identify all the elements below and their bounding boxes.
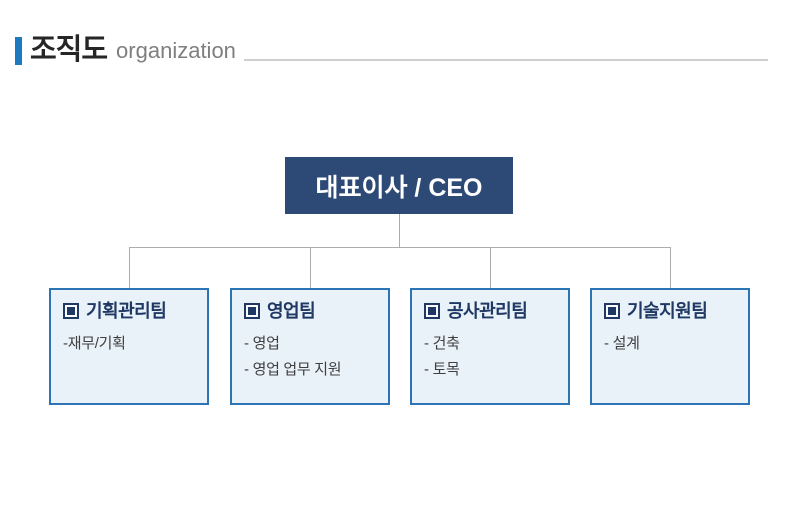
connector-horizontal xyxy=(129,247,670,248)
square-bullet-icon xyxy=(63,302,79,319)
team-title-row: 영업팀 xyxy=(244,301,376,320)
page-title: 조직도 xyxy=(30,34,108,66)
team-title-row: 기획관리팀 xyxy=(63,301,195,320)
team-item: - 건축 xyxy=(424,335,460,352)
connector-drop-techsupport xyxy=(670,247,671,288)
connector-drop-construction xyxy=(490,247,491,288)
connector-drop-planning xyxy=(129,247,130,288)
team-title-row: 기술지원팀 xyxy=(604,301,736,320)
connector-ceo-drop xyxy=(399,214,400,247)
team-item: - 토목 xyxy=(424,361,460,378)
team-item: - 설계 xyxy=(604,335,640,352)
team-title: 영업팀 xyxy=(267,301,316,321)
page-subtitle: organization xyxy=(116,37,236,63)
team-node-construction: 공사관리팀 - 건축 - 토목 xyxy=(410,288,570,405)
page-header: 조직도 organization xyxy=(15,36,768,65)
header-rule xyxy=(243,59,768,61)
team-node-planning: 기획관리팀 -재무/기획 xyxy=(49,288,209,405)
team-item: - 영업 업무 지원 xyxy=(244,361,342,378)
team-node-sales: 영업팀 - 영업 - 영업 업무 지원 xyxy=(230,288,390,405)
team-item-list: - 건축 - 토목 xyxy=(424,331,556,383)
team-item-list: - 영업 - 영업 업무 지원 xyxy=(244,331,376,383)
team-title: 공사관리팀 xyxy=(447,301,528,321)
square-bullet-icon xyxy=(424,302,440,319)
accent-bar-icon xyxy=(15,36,22,65)
team-title: 기획관리팀 xyxy=(86,301,167,321)
square-bullet-icon xyxy=(244,302,260,319)
team-title-row: 공사관리팀 xyxy=(424,301,556,320)
team-item: - 영업 xyxy=(244,335,280,352)
ceo-node: 대표이사 / CEO xyxy=(285,157,513,214)
team-item: -재무/기획 xyxy=(63,335,126,352)
team-item-list: - 설계 xyxy=(604,331,736,357)
team-item-list: -재무/기획 xyxy=(63,331,195,357)
square-bullet-icon xyxy=(604,302,620,319)
connector-drop-sales xyxy=(310,247,311,288)
team-title: 기술지원팀 xyxy=(627,301,708,321)
team-node-techsupport: 기술지원팀 - 설계 xyxy=(590,288,750,405)
